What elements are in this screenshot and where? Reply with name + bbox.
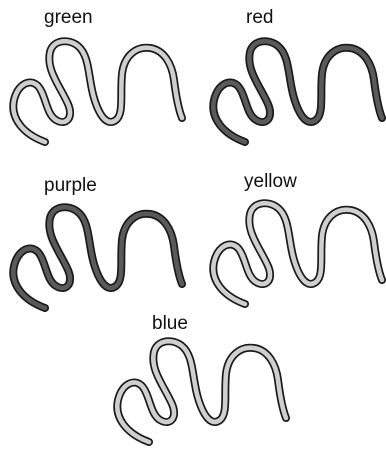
worm-label-blue: blue (152, 314, 188, 333)
worm-label-green: green (44, 8, 93, 27)
worm-purple-outline (13, 207, 182, 308)
worm-label-yellow: yellow (244, 172, 297, 191)
worm-purple (8, 200, 188, 315)
worm-red-outline (213, 41, 382, 142)
worm-red (208, 34, 386, 149)
worm-label-red: red (246, 8, 273, 27)
worm-blue-outline (117, 341, 286, 442)
worm-yellow (208, 196, 386, 311)
worm-yellow-outline (213, 203, 382, 304)
worm-green (8, 34, 188, 149)
worm-blue (112, 334, 292, 449)
worm-green-outline (13, 41, 182, 142)
worm-label-purple: purple (44, 176, 97, 195)
